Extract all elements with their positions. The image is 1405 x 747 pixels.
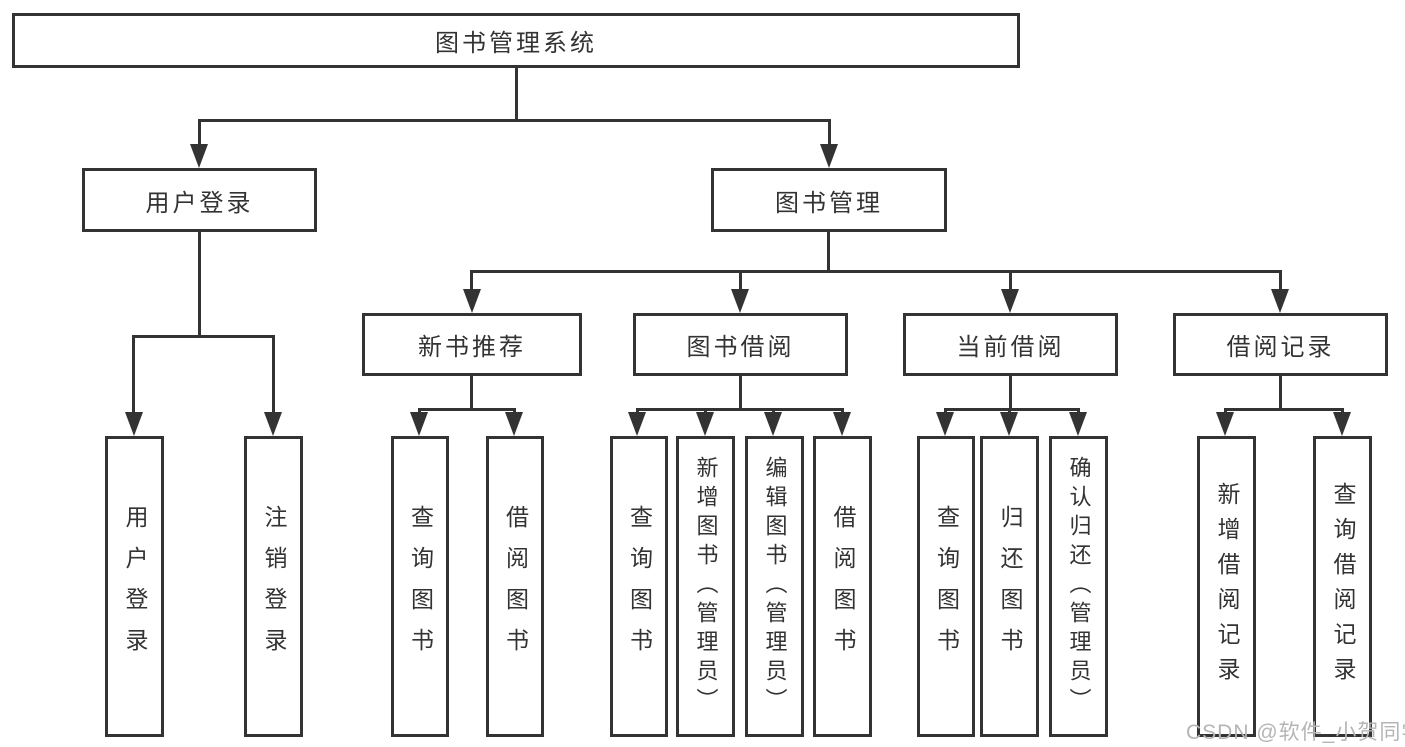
leaf-add-borrow-record-label: 新增借阅记录 xyxy=(1214,481,1240,692)
connector-to-book-borrow xyxy=(739,270,742,289)
arrowhead-icon xyxy=(764,412,782,436)
node-current-borrow: 当前借阅 xyxy=(903,313,1118,376)
arrowhead-icon xyxy=(1333,412,1351,436)
connector-current-stem xyxy=(1009,376,1012,408)
connector-newrec-l2 xyxy=(513,408,516,414)
node-new-book-recommend: 新书推荐 xyxy=(362,313,582,376)
connector-newrec-branch xyxy=(418,408,516,411)
connector-bookborrow-l3 xyxy=(772,408,775,414)
leaf-user-login-label: 用户登录 xyxy=(122,504,148,669)
connector-records-branch xyxy=(1224,408,1344,411)
leaf-query-borrow-record-label: 查询借阅记录 xyxy=(1330,481,1356,692)
connector-records-stem xyxy=(1279,376,1282,408)
node-new-book-recommend-label: 新书推荐 xyxy=(418,334,526,361)
leaf-borrow-query-books-label: 查询图书 xyxy=(626,504,653,669)
connector-to-leaf-logout xyxy=(272,335,275,412)
leaf-add-books-admin: 新增图书（管理员） xyxy=(676,436,735,737)
connector-records-l2 xyxy=(1341,408,1344,414)
connector-bookborrow-branch xyxy=(636,408,844,411)
arrowhead-icon xyxy=(463,289,481,313)
connector-current-l3 xyxy=(1077,408,1080,414)
arrowhead-icon xyxy=(1069,412,1087,436)
arrowhead-icon xyxy=(1216,412,1234,436)
leaf-confirm-return-admin: 确认归还（管理员） xyxy=(1049,436,1108,737)
connector-bookborrow-stem xyxy=(739,376,742,408)
connector-root-stem xyxy=(515,68,518,119)
connector-newrec-stem xyxy=(470,376,473,408)
arrowhead-icon xyxy=(1001,289,1019,313)
connector-current-l2 xyxy=(1008,408,1011,414)
leaf-newrec-query-books-label: 查询图书 xyxy=(407,504,434,669)
arrowhead-icon xyxy=(833,412,851,436)
connector-newrec-l1 xyxy=(418,408,421,414)
connector-bookborrow-l2 xyxy=(704,408,707,414)
arrowhead-icon xyxy=(696,412,714,436)
leaf-edit-books-admin: 编辑图书（管理员） xyxy=(745,436,804,737)
leaf-add-borrow-record: 新增借阅记录 xyxy=(1197,436,1256,737)
connector-to-leaf-user-login xyxy=(132,335,135,412)
node-user-login: 用户登录 xyxy=(82,168,317,232)
connector-current-l1 xyxy=(944,408,947,414)
connector-user-login-stem xyxy=(198,232,201,335)
leaf-add-books-admin-label: 新增图书（管理员） xyxy=(693,456,719,717)
node-book-management-label: 图书管理 xyxy=(775,189,883,217)
leaf-user-login: 用户登录 xyxy=(105,436,164,737)
leaf-newrec-borrow-books: 借阅图书 xyxy=(486,436,544,737)
connector-to-borrow-records xyxy=(1279,270,1282,289)
leaf-current-query-books-label: 查询图书 xyxy=(933,504,960,669)
node-book-management: 图书管理 xyxy=(711,168,947,232)
arrowhead-icon xyxy=(264,412,282,436)
arrowhead-icon xyxy=(410,412,428,436)
csdn-watermark: CSDN @软件_小贺同学 xyxy=(1186,721,1405,744)
arrowhead-icon xyxy=(190,144,208,168)
connector-book-management-branch xyxy=(470,270,1282,273)
connector-book-management-stem xyxy=(827,232,830,270)
arrowhead-icon xyxy=(1271,289,1289,313)
arrowhead-icon xyxy=(731,289,749,313)
connector-current-branch xyxy=(944,408,1080,411)
arrowhead-icon xyxy=(628,412,646,436)
arrowhead-icon xyxy=(820,144,838,168)
node-borrow-records-label: 借阅记录 xyxy=(1226,334,1335,361)
leaf-confirm-return-admin-label: 确认归还（管理员） xyxy=(1066,456,1092,717)
arrowhead-icon xyxy=(505,412,523,436)
leaf-borrow-borrow-books: 借阅图书 xyxy=(813,436,872,737)
connector-user-login-branch xyxy=(132,335,275,338)
leaf-borrow-query-books: 查询图书 xyxy=(610,436,668,737)
arrowhead-icon xyxy=(125,412,143,436)
connector-to-new-book-recommend xyxy=(470,270,473,289)
node-user-login-label: 用户登录 xyxy=(145,189,254,217)
connector-bookborrow-l4 xyxy=(841,408,844,414)
connector-root-branch xyxy=(198,119,831,122)
leaf-return-books-label: 归还图书 xyxy=(997,504,1023,669)
leaf-logout-label: 注销登录 xyxy=(261,504,287,669)
leaf-newrec-query-books: 查询图书 xyxy=(391,436,449,737)
node-current-borrow-label: 当前借阅 xyxy=(956,334,1065,361)
node-book-borrow: 图书借阅 xyxy=(633,313,848,376)
connector-to-user-login xyxy=(198,119,201,146)
leaf-query-borrow-record: 查询借阅记录 xyxy=(1313,436,1372,737)
node-borrow-records: 借阅记录 xyxy=(1173,313,1388,376)
connector-to-current-borrow xyxy=(1009,270,1012,289)
leaf-logout: 注销登录 xyxy=(244,436,303,737)
connector-bookborrow-l1 xyxy=(636,408,639,414)
leaf-current-query-books: 查询图书 xyxy=(917,436,975,737)
node-book-borrow-label: 图书借阅 xyxy=(686,334,795,361)
node-root-label: 图书管理系统 xyxy=(435,30,597,57)
leaf-edit-books-admin-label: 编辑图书（管理员） xyxy=(762,456,788,717)
leaf-borrow-borrow-books-label: 借阅图书 xyxy=(830,504,856,669)
leaf-newrec-borrow-books-label: 借阅图书 xyxy=(502,504,529,669)
arrowhead-icon xyxy=(936,412,954,436)
arrowhead-icon xyxy=(1000,412,1018,436)
connector-records-l1 xyxy=(1224,408,1227,414)
node-root: 图书管理系统 xyxy=(12,13,1020,68)
leaf-return-books: 归还图书 xyxy=(980,436,1039,737)
connector-to-book-management xyxy=(828,119,831,146)
